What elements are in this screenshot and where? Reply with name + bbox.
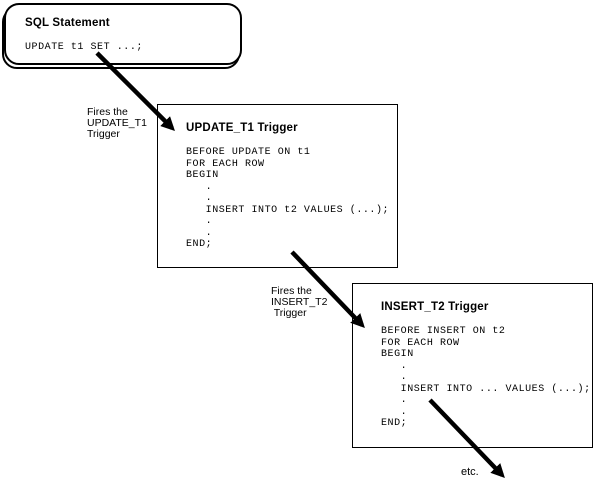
- sql-statement-box: SQL Statement UPDATE t1 SET ...;: [4, 3, 242, 65]
- sql-statement-title: SQL Statement: [25, 17, 110, 29]
- insert-t2-trigger-code: BEFORE INSERT ON t2 FOR EACH ROW BEGIN .…: [381, 326, 591, 429]
- update-t1-trigger-code: BEFORE UPDATE ON t1 FOR EACH ROW BEGIN .…: [186, 147, 390, 250]
- insert-t2-trigger-title: INSERT_T2 Trigger: [381, 301, 489, 313]
- insert-t2-trigger-box: INSERT_T2 Trigger BEFORE INSERT ON t2 FO…: [352, 283, 593, 448]
- sql-statement-code: UPDATE t1 SET ...;: [25, 42, 143, 53]
- fires-insert-t2-label: Fires the INSERT_T2 Trigger: [271, 285, 328, 319]
- fires-update-t1-label: Fires the UPDATE_T1 Trigger: [87, 106, 147, 140]
- update-t1-trigger-box: UPDATE_T1 Trigger BEFORE UPDATE ON t1 FO…: [157, 104, 398, 268]
- update-t1-trigger-title: UPDATE_T1 Trigger: [186, 122, 298, 134]
- etc-label: etc.: [461, 466, 479, 478]
